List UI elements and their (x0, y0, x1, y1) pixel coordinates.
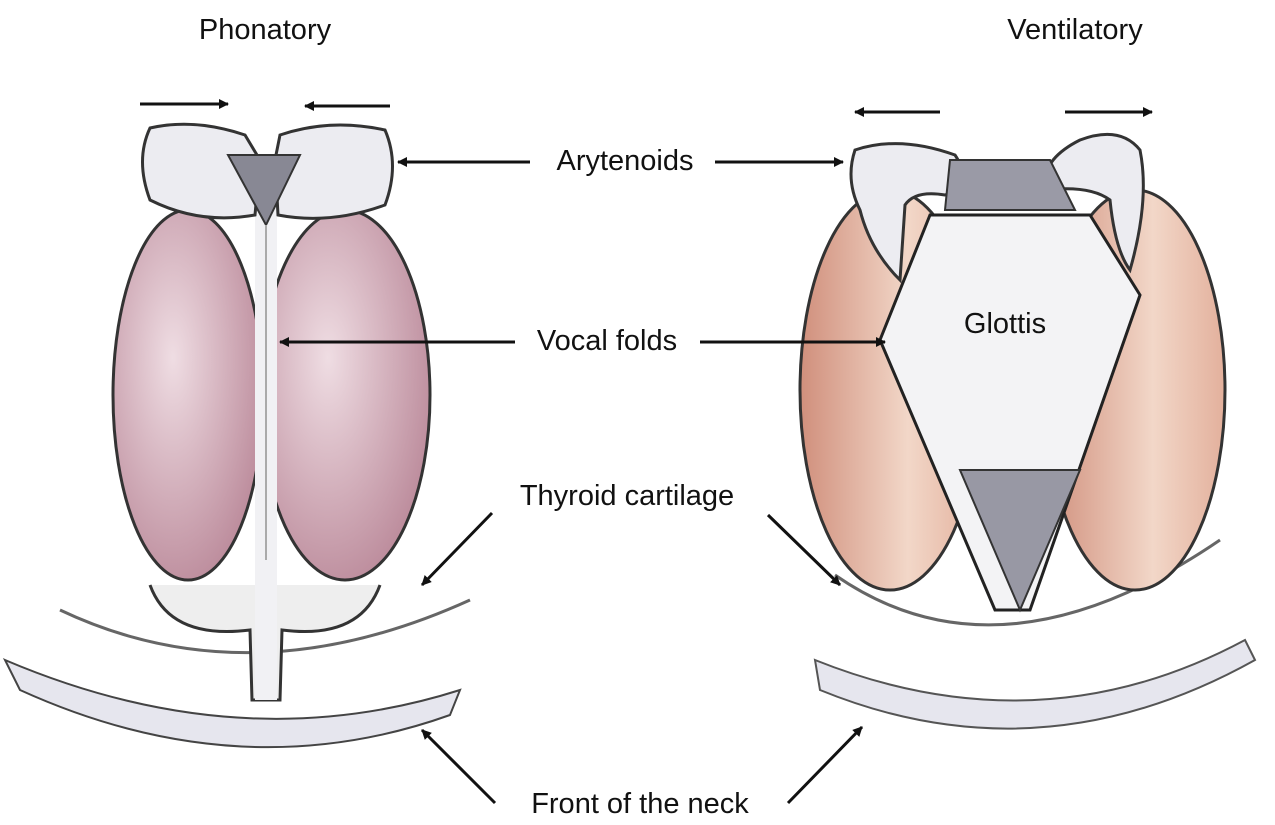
neck-arrow-right (786, 725, 864, 805)
arytenoid-right (273, 123, 394, 220)
label-thyroid-cartilage: Thyroid cartilage (519, 480, 735, 512)
arrows (140, 99, 1153, 805)
label-front-of-neck: Front of the neck (531, 788, 749, 820)
label-vocal-folds: Vocal folds (536, 325, 678, 357)
title-phonatory: Phonatory (198, 14, 332, 46)
neck-arrow-left (420, 728, 497, 805)
ventilatory-larynx (798, 132, 1257, 730)
thyroid-arrow-right (766, 513, 842, 587)
thyroid-arrow-left (420, 511, 494, 587)
phonatory-larynx (2, 122, 471, 749)
arytenoid-left (141, 122, 262, 220)
arytenoid-left-open (849, 142, 965, 284)
label-glottis: Glottis (963, 308, 1047, 340)
vocal-fold-right (258, 208, 432, 582)
label-arytenoids: Arytenoids (556, 145, 694, 177)
title-ventilatory: Ventilatory (1007, 14, 1143, 46)
thyroid-cartilage-left (2, 658, 462, 749)
vocal-fold-left (111, 208, 265, 582)
thyroid-cartilage-right (813, 638, 1257, 730)
